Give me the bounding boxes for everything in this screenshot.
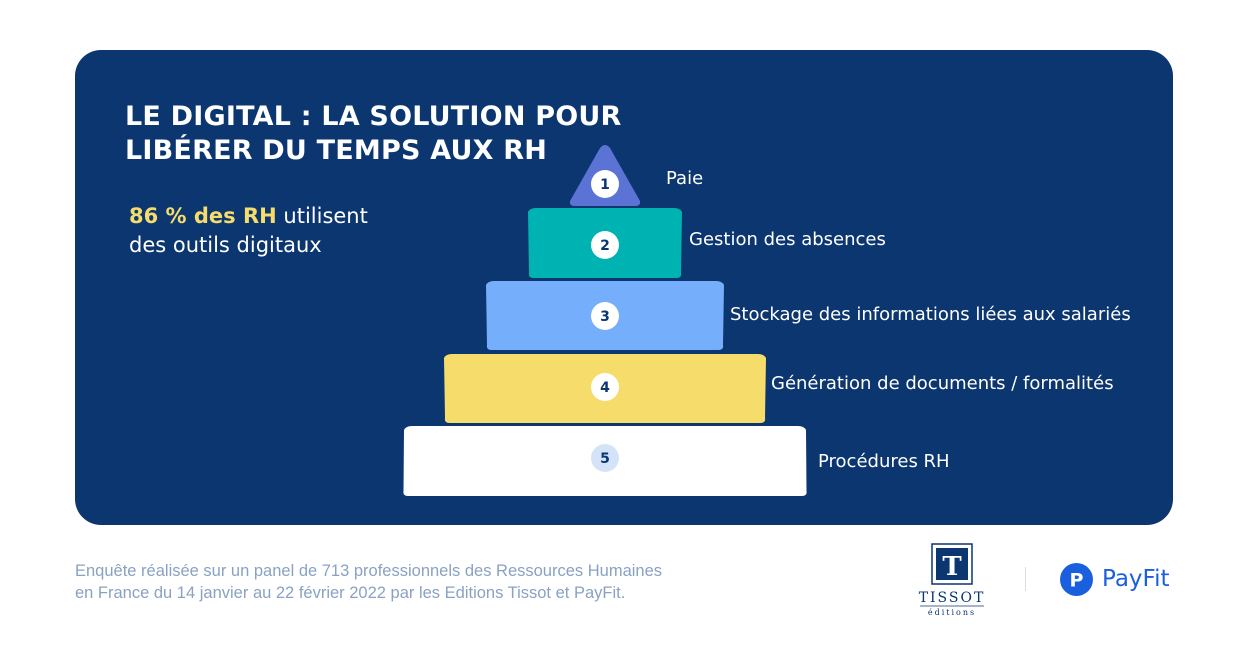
stat-line-1: 86 % des RH utilisent xyxy=(129,202,368,231)
title-line-2: LIBÉRER DU TEMPS AUX RH xyxy=(125,135,547,166)
level-2-number: 2 xyxy=(600,238,610,254)
level-1-badge xyxy=(591,170,619,198)
payfit-wordmark: PayFit xyxy=(1102,566,1170,592)
stat-block: 86 % des RH utilisent des outils digitau… xyxy=(129,202,368,260)
stat-rest: utilisent xyxy=(276,204,368,228)
payfit-mark-letter: P xyxy=(1070,570,1084,592)
tissot-subtitle: éditions xyxy=(928,608,976,617)
footnote-line-2: en France du 14 janvier au 22 février 20… xyxy=(75,584,626,602)
page-title: LE DIGITAL : LA SOLUTION POUR LIBÉRER DU… xyxy=(125,100,621,168)
pyramid-level-3: 3 xyxy=(486,281,724,350)
level-5-label: Procédures RH xyxy=(818,451,950,472)
level-3-number: 3 xyxy=(600,309,610,325)
title-line-1: LE DIGITAL : LA SOLUTION POUR xyxy=(125,101,622,132)
pyramid-level-2: 2 xyxy=(528,208,682,278)
payfit-mark-icon: P xyxy=(1060,563,1093,596)
level-4-badge xyxy=(591,373,619,401)
level-2-badge xyxy=(591,231,619,259)
footnote-line-1: Enquête réalisée sur un panel de 713 pro… xyxy=(75,562,663,580)
pyramid-level-5: 5 xyxy=(403,426,807,496)
stat-highlight: 86 % des RH xyxy=(129,204,277,228)
pyramid-diagram: 1 2 3 4 5 xyxy=(403,145,807,496)
level-3-label: Stockage des informations liées aux sala… xyxy=(730,304,1131,325)
pyramid-level-4: 4 xyxy=(444,354,766,423)
logo-divider xyxy=(1025,567,1026,591)
tissot-editions-logo: T TISSOT éditions xyxy=(919,543,986,617)
stat-line-2: des outils digitaux xyxy=(129,233,322,257)
level-4-label: Génération de documents / formalités xyxy=(771,373,1114,394)
level-5-number: 5 xyxy=(600,451,610,467)
payfit-logo: P PayFit xyxy=(1060,562,1180,596)
level-4-number: 4 xyxy=(600,380,610,396)
level-2-label: Gestion des absences xyxy=(689,229,886,250)
tissot-monogram: T xyxy=(942,552,962,582)
level-5-badge xyxy=(591,444,619,472)
pyramid-level-1: 1 xyxy=(569,145,641,206)
level-3-badge xyxy=(591,302,619,330)
survey-footnote: Enquête réalisée sur un panel de 713 pro… xyxy=(75,560,662,604)
level-1-label: Paie xyxy=(666,168,704,189)
level-1-number: 1 xyxy=(600,177,610,193)
infographic-card: LE DIGITAL : LA SOLUTION POUR LIBÉRER DU… xyxy=(75,50,1173,525)
tissot-wordmark: TISSOT xyxy=(919,590,986,606)
